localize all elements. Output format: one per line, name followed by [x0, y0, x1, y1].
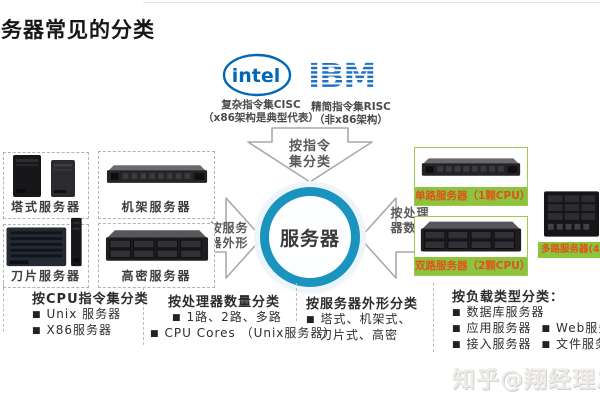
top-border-line: [143, 2, 600, 3]
single-socket-server-image: [415, 148, 527, 187]
section-item: Unix 服务器: [32, 307, 149, 323]
separator-line: [3, 283, 4, 332]
zhihu-watermark: 知乎@翔经理发: [452, 367, 600, 393]
ibm-caption: 精简指令集RISC （非x86架构）: [292, 101, 410, 127]
intel-logo: intel: [222, 52, 292, 102]
tower-server-image: [4, 153, 88, 199]
server-center-node: 服务器: [260, 187, 360, 287]
ibm-logo: IBM: [306, 56, 398, 98]
section-cpu-instruction-set: 按CPU指令集分类 Unix 服务器 X86服务器: [32, 288, 149, 339]
multi-socket-server-image: [543, 189, 600, 241]
ibm-caption-line2: （非x86架构）: [314, 114, 388, 126]
high-density-server-box: 高密服务器: [98, 223, 215, 288]
rack-server-box: 机架服务器: [98, 151, 215, 219]
ibm-caption-line1: 精简指令集RISC: [311, 101, 391, 113]
page-title: 服务器常见的分类: [0, 18, 155, 42]
section-title: 按处理器数量分类: [168, 295, 281, 310]
section-item: 应用服务器: [452, 321, 532, 337]
rack-server-image: [99, 152, 214, 199]
section-title: 按负载类型分类：: [452, 290, 565, 305]
single-socket-server-box: 单路服务器（1颗CPU）: [414, 147, 528, 206]
section-item: 塔式、机架式、: [306, 312, 418, 328]
section-item: 1路、2路、多路: [172, 310, 336, 326]
section-item: 接入服务器: [452, 337, 532, 353]
arrow-label-instruction-set: 按指令 集分类: [288, 139, 331, 170]
rack-server-label: 机架服务器: [121, 200, 192, 214]
section-item: 文件服务器: [542, 337, 600, 353]
intel-caption: 复杂指令集CISC （x86架构是典型代表）: [196, 99, 326, 125]
blade-server-image: [4, 216, 88, 268]
section-item: CPU Cores （Unix服务器）: [150, 326, 336, 342]
section-item: X86服务器: [32, 323, 149, 339]
dual-socket-server-box: 双路服务器（2颗CPU）: [414, 216, 528, 276]
section-processor-count: 按处理器数量分类 1路、2路、多路 CPU Cores （Unix服务器）: [150, 291, 336, 342]
arrow-label-form-factor: 按服务 器外形: [209, 221, 249, 250]
tower-server-box: 塔式服务器: [3, 152, 89, 219]
section-title: 按服务器外形分类: [306, 297, 419, 312]
blade-server-box: 刀片服务器: [3, 217, 89, 288]
separator-line: [433, 283, 434, 352]
arrow-down-instruction-set: [247, 127, 373, 183]
section-item: Web服务器: [542, 321, 600, 337]
section-load-type: 按负载类型分类： 数据库服务器 应用服务器 Web服务器 接入服务器 文件服务器: [452, 286, 600, 353]
blade-server-label: 刀片服务器: [10, 269, 81, 283]
intel-caption-line1: 复杂指令集CISC: [221, 99, 301, 111]
high-density-server-image: [99, 224, 214, 268]
section-item: 刀片式、高密: [320, 328, 399, 342]
high-density-server-label: 高密服务器: [121, 269, 192, 283]
svg-text:IBM: IBM: [308, 58, 375, 94]
dual-socket-server-image: [415, 217, 527, 257]
single-socket-server-label: 单路服务器（1颗CPU）: [415, 187, 527, 205]
multi-socket-server-label: 多路服务器(4路及以上: [538, 242, 600, 258]
section-form-factor: 按服务器外形分类 塔式、机架式、 刀片式、高密: [306, 293, 418, 343]
section-title: 按CPU指令集分类: [32, 292, 149, 307]
dual-socket-server-label: 双路服务器（2颗CPU）: [415, 257, 527, 275]
section-item: 数据库服务器: [452, 305, 600, 321]
intel-logo-icon: intel: [222, 53, 292, 97]
intel-caption-line2: （x86架构是典型代表）: [203, 112, 319, 124]
svg-text:intel: intel: [232, 65, 281, 87]
ibm-logo-icon: IBM: [308, 56, 376, 95]
tower-server-label: 塔式服务器: [10, 200, 81, 214]
separator-line: [296, 283, 297, 321]
server-center-label: 服务器: [279, 227, 340, 250]
